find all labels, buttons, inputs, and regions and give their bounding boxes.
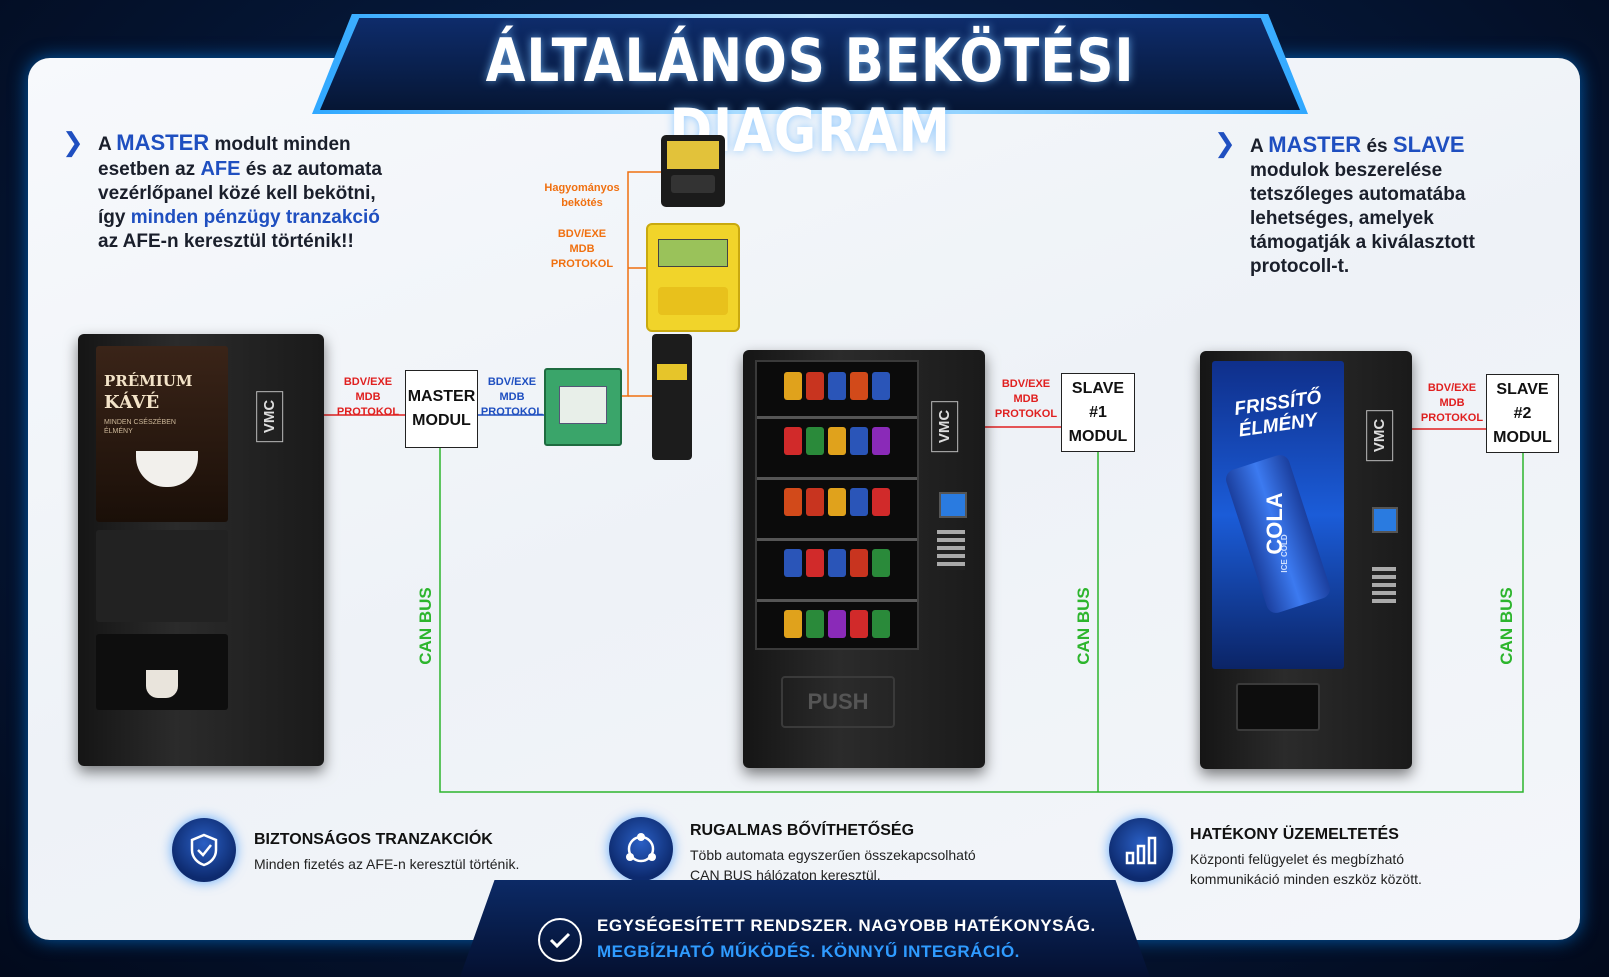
snack-display [939, 492, 967, 518]
feature-desc-flexible: Több automata egyszerűen összekapcsolhat… [690, 847, 976, 883]
snack-vending-machine: VMC PUSH [743, 350, 985, 768]
check-circle-icon [538, 918, 582, 962]
right-note: A MASTER és SLAVE modulok beszerelése te… [1250, 132, 1475, 278]
coffee-vending-machine: PRÉMIUM KÁVÉ MINDEN CSÉSZÉBEN ÉLMÉNY VMC [78, 334, 324, 766]
vmc-label-coffee: VMC [250, 390, 290, 442]
bill-validator-icon [652, 334, 692, 460]
drink-poster: FRISSÍTŐ ÉLMÉNY COLA ICE COLD [1212, 361, 1344, 669]
title-plate [320, 18, 1300, 110]
shield-check-icon [172, 818, 236, 882]
bar-chart-icon [1109, 818, 1173, 882]
coffee-cup-icon [136, 451, 198, 487]
snack-window [755, 360, 919, 650]
coffee-poster: PRÉMIUM KÁVÉ MINDEN CSÉSZÉBEN ÉLMÉNY [96, 346, 228, 522]
can-bus-label-2: CAN BUS [1074, 587, 1093, 665]
network-nodes-icon [609, 817, 673, 881]
coffee-selection-panel [96, 530, 228, 622]
feature-desc-secure: Minden fizetés az AFE-n keresztül történ… [254, 856, 520, 872]
vmc-label-snack: VMC [925, 400, 965, 452]
footer-line-1: EGYSÉGESÍTETT RENDSZER. NAGYOBB HATÉKONY… [597, 916, 1096, 935]
chevron-right-icon: ❯ [62, 128, 84, 158]
drink-vending-machine: FRISSÍTŐ ÉLMÉNY COLA ICE COLD VMC [1200, 351, 1412, 769]
can-bus-label-1: CAN BUS [416, 587, 435, 665]
chevron-right-icon: ❯ [1214, 129, 1236, 159]
left-note: A MASTER modult minden esetben az AFE és… [98, 130, 382, 253]
cola-can-icon: COLA ICE COLD [1223, 452, 1333, 616]
feature-title-flexible: RUGALMAS BŐVÍTHETŐSÉG [690, 822, 915, 839]
snack-row [757, 541, 917, 599]
card-terminal-icon [661, 135, 725, 207]
can-bus-label-3: CAN BUS [1497, 587, 1516, 665]
drink-dispense-flap [1236, 683, 1320, 731]
coin-changer-icon [646, 223, 740, 332]
footer-line-2: MEGBÍZHATÓ MŰKÖDÉS. KÖNNYŰ INTEGRÁCIÓ. [597, 942, 1020, 961]
wire-orange-top [618, 171, 661, 397]
snack-row [757, 602, 917, 654]
coffee-dispense-area [96, 634, 228, 710]
push-flap: PUSH [781, 676, 895, 728]
drink-keypad [1372, 567, 1396, 603]
snack-row [757, 480, 917, 538]
feature-title-secure: BIZTONSÁGOS TRANZAKCIÓK [254, 831, 493, 848]
snack-keypad [937, 530, 965, 570]
snack-row [757, 372, 917, 416]
drink-display [1372, 507, 1398, 533]
snack-row [757, 419, 917, 477]
feature-title-efficient: HATÉKONY ÜZEMELTETÉS [1190, 826, 1399, 843]
afe-board-icon [544, 368, 622, 446]
vmc-label-drink: VMC [1360, 409, 1400, 461]
coffee-mug-icon [146, 670, 178, 698]
can-bus-line [439, 446, 1524, 793]
